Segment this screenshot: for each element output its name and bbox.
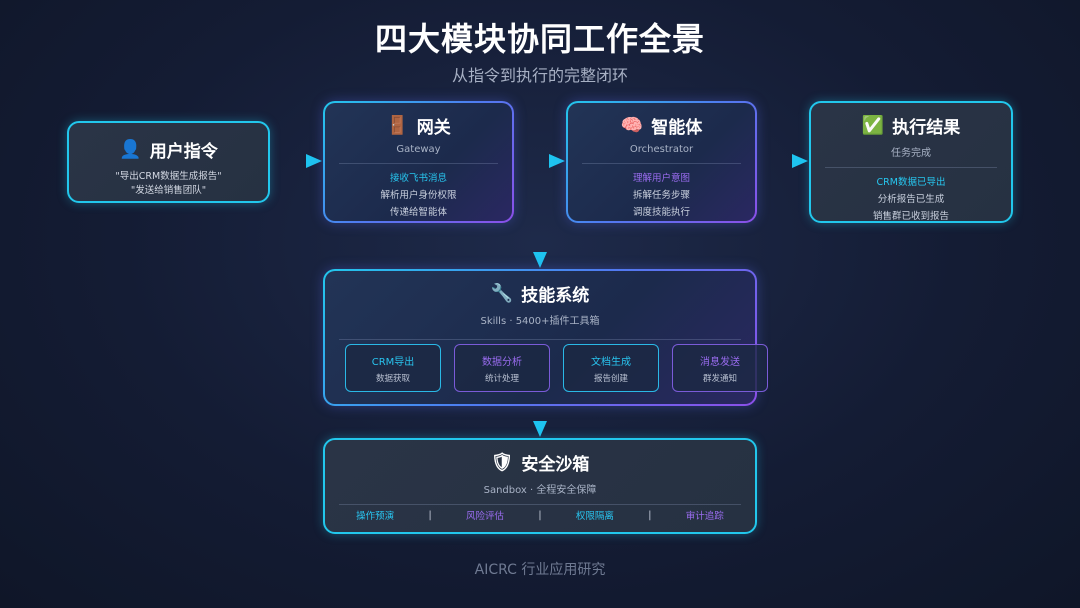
sandbox-item: 风险评估: [466, 511, 505, 522]
gateway-step: 接收飞书消息: [389, 173, 447, 184]
user-command-box: 👤 用户指令 "导出CRM数据生成报告" "发送给销售团队": [67, 121, 270, 203]
check-icon: ✅: [861, 115, 885, 136]
gateway-step: 解析用户身份权限: [380, 190, 457, 201]
user-icon: 👤: [119, 139, 142, 160]
user-box-title: 用户指令: [149, 142, 218, 162]
page-title: 四大模块协同工作全景: [374, 20, 705, 58]
separator: |: [428, 509, 432, 521]
skill-card-desc: 报告创建: [593, 374, 628, 384]
separator: |: [538, 509, 542, 521]
footer-text: AICRC 行业应用研究: [474, 562, 606, 578]
agent-subtitle: Orchestrator: [629, 144, 694, 155]
page-subtitle: 从指令到执行的完整闭环: [451, 66, 628, 85]
skill-card-title: 消息发送: [700, 357, 740, 368]
skill-card-desc: 群发通知: [702, 374, 737, 384]
agent-title: 智能体: [651, 118, 703, 138]
wrench-icon: 🔧: [490, 283, 514, 304]
sandbox-box: 🛡 安全沙箱 Sandbox · 全程安全保障 操作预演 | 风险评估 | 权限…: [323, 438, 757, 534]
skill-card-desc: 统计处理: [484, 374, 519, 384]
skill-card-crm: CRM导出 数据获取: [345, 344, 441, 392]
divider: [582, 163, 741, 164]
skill-card-analysis: 数据分析 统计处理: [454, 344, 550, 392]
shield-icon: 🛡: [490, 452, 514, 473]
arrow-right-icon: [306, 154, 322, 168]
door-icon: 🚪: [386, 115, 409, 136]
skills-subtitle: Skills · 5400+插件工具箱: [480, 316, 600, 327]
gateway-step: 传递给智能体: [389, 207, 447, 218]
result-title: 执行结果: [892, 118, 961, 138]
skill-card-title: 文档生成: [591, 357, 631, 368]
divider: [339, 504, 741, 505]
arrow-down-icon: [533, 252, 547, 268]
result-item: 销售群已收到报告: [872, 211, 949, 222]
divider: [339, 163, 498, 164]
divider: [339, 339, 741, 340]
skills-title: 技能系统: [521, 286, 590, 306]
sandbox-item: 操作预演: [356, 511, 395, 522]
skill-card-message: 消息发送 群发通知: [672, 344, 768, 392]
gateway-subtitle: Gateway: [396, 144, 441, 155]
agent-step: 理解用户意图: [632, 173, 690, 184]
arrow-right-icon: [792, 154, 808, 168]
divider: [825, 167, 997, 168]
result-item: 分析报告已生成: [877, 194, 945, 205]
skill-card-desc: 数据获取: [375, 374, 410, 384]
brain-icon: 🧠: [620, 115, 644, 136]
agent-step: 拆解任务步骤: [632, 190, 690, 201]
arrow-down-icon: [533, 421, 547, 437]
result-item: CRM数据已导出: [876, 177, 946, 188]
gateway-title: 网关: [416, 118, 451, 138]
arrow-right-icon: [549, 154, 565, 168]
sandbox-item: 权限隔离: [575, 511, 614, 522]
sandbox-subtitle: Sandbox · 全程安全保障: [483, 485, 597, 496]
skill-card-docs: 文档生成 报告创建: [563, 344, 659, 392]
agent-step: 调度技能执行: [632, 207, 690, 218]
result-box: ✅ 执行结果 任务完成 CRM数据已导出 分析报告已生成 销售群已收到报告: [809, 101, 1013, 223]
skill-card-title: 数据分析: [482, 357, 522, 368]
user-command-line: "发送给销售团队": [130, 185, 207, 196]
agent-box: 🧠 智能体 Orchestrator 理解用户意图 拆解任务步骤 调度技能执行: [566, 101, 757, 223]
skill-card-title: CRM导出: [371, 357, 415, 368]
user-command-line: "导出CRM数据生成报告": [115, 171, 222, 182]
sandbox-title: 安全沙箱: [521, 455, 590, 475]
result-subtitle: 任务完成: [891, 148, 931, 159]
gateway-box: 🚪 网关 Gateway 接收飞书消息 解析用户身份权限 传递给智能体: [323, 101, 514, 223]
skills-box: 🔧 技能系统 Skills · 5400+插件工具箱 CRM导出 数据获取 数据…: [323, 269, 768, 406]
separator: |: [648, 509, 652, 521]
sandbox-item: 审计追踪: [685, 511, 724, 522]
